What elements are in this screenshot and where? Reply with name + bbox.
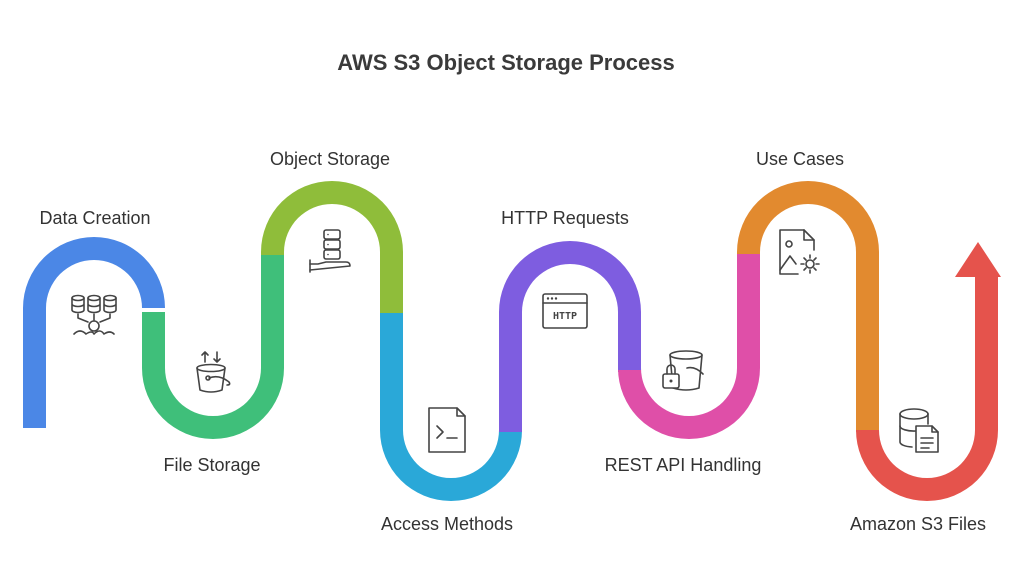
label-access-methods: Access Methods: [381, 514, 513, 534]
segment-http-requests: [499, 241, 641, 432]
segment-data-creation: [23, 237, 165, 428]
label-use-cases: Use Cases: [756, 149, 844, 169]
label-data-creation: Data Creation: [39, 208, 150, 228]
bucket-upload-icon: [196, 351, 231, 393]
label-file-storage: File Storage: [163, 455, 260, 475]
label-http-requests: HTTP Requests: [501, 208, 629, 228]
label-object-storage: Object Storage: [270, 149, 390, 169]
snake-path: [23, 181, 1001, 501]
database-network-icon: [71, 294, 117, 335]
http-icon-text: HTTP: [553, 311, 577, 322]
http-window-icon: HTTP: [542, 293, 588, 329]
label-amazon-s3-files: Amazon S3 Files: [850, 514, 986, 534]
database-document-icon: [899, 408, 939, 453]
terminal-icon: [428, 407, 466, 453]
hand-server-icon: [309, 229, 351, 273]
segment-file-storage: [142, 253, 284, 439]
segment-rest-api-handling: [618, 252, 760, 439]
label-rest-api-handling: REST API Handling: [605, 455, 762, 475]
bucket-lock-icon: [662, 350, 704, 391]
segment-use-cases: [737, 181, 879, 432]
page-title: AWS S3 Object Storage Process: [337, 50, 674, 75]
image-gear-icon: [779, 229, 820, 275]
segment-amazon-s3-files: [856, 242, 1001, 501]
stage-labels: Data Creation File Storage Object Storag…: [39, 149, 986, 534]
segment-access-methods: [380, 313, 522, 501]
